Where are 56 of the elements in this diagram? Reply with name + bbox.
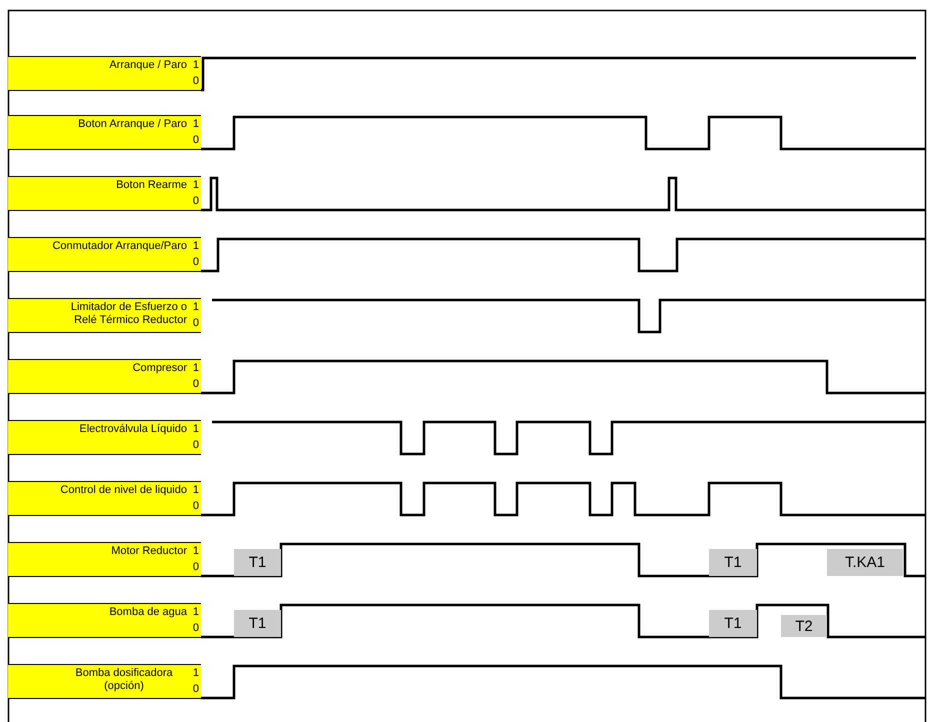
signal-label-band <box>8 359 201 394</box>
logic-level: 1 <box>192 240 199 253</box>
logic-level: 0 <box>192 500 199 513</box>
signal-label-band <box>8 176 201 211</box>
signal-name: Boton Arranque / Paro <box>77 118 187 131</box>
signal-name: Arranque / Paro <box>108 59 187 72</box>
logic-level: 1 <box>192 484 199 497</box>
timer-label: T1 <box>248 554 266 571</box>
logic-level: 1 <box>192 606 199 619</box>
logic-level: 0 <box>192 439 199 452</box>
logic-level: 1 <box>192 667 199 680</box>
logic-level: 1 <box>192 118 199 131</box>
timer-box <box>827 549 903 576</box>
timer-box <box>234 610 281 637</box>
signal-label-band <box>8 237 201 272</box>
timer-label: T1 <box>248 615 266 632</box>
timer-box <box>234 549 281 576</box>
logic-level: 0 <box>192 317 199 330</box>
timer-label: T1 <box>724 554 742 571</box>
signal-label-band <box>8 664 201 699</box>
timer-box <box>709 549 757 576</box>
signal-name: Limitador de Esfuerzo o Relé Térmico Reductor <box>70 301 187 327</box>
signal-name: Boton Rearme <box>115 179 187 192</box>
signal-name: Electroválvula Líquido <box>78 423 187 436</box>
timer-label: T.KA1 <box>844 554 886 571</box>
signal-label-band <box>8 298 201 333</box>
logic-level: 1 <box>192 362 199 375</box>
logic-level: 1 <box>192 59 199 72</box>
signal-name: Conmutador Arranque/Paro <box>51 240 187 253</box>
signal-name: Bomba dosificadora (opción) <box>74 667 174 693</box>
signal-label-band <box>8 542 201 577</box>
logic-level: 0 <box>192 134 199 147</box>
signal-name: Control de nivel de liquido <box>59 484 187 497</box>
logic-level: 0 <box>192 75 199 88</box>
logic-level: 0 <box>192 256 199 269</box>
logic-level: 1 <box>192 301 199 314</box>
signal-label-band <box>8 603 201 638</box>
logic-level: 0 <box>192 378 199 391</box>
timer-label: T1 <box>724 615 742 632</box>
logic-level: 0 <box>192 683 199 696</box>
timer-box <box>781 615 827 637</box>
logic-level: 0 <box>192 195 199 208</box>
timer-label: T2 <box>795 618 813 634</box>
signal-name: Motor Reductor <box>110 545 187 558</box>
signal-label-band <box>8 481 201 516</box>
signal-label-band <box>8 56 201 91</box>
signal-name: Bomba de agua <box>108 606 187 619</box>
logic-level: 1 <box>192 179 199 192</box>
signal-label-band <box>8 420 201 455</box>
logic-level: 0 <box>192 561 199 574</box>
logic-level: 1 <box>192 545 199 558</box>
logic-level: 0 <box>192 622 199 635</box>
signal-label-band <box>8 115 201 150</box>
timer-box <box>709 610 757 637</box>
signal-name: Compresor <box>132 362 187 375</box>
logic-level: 1 <box>192 423 199 436</box>
